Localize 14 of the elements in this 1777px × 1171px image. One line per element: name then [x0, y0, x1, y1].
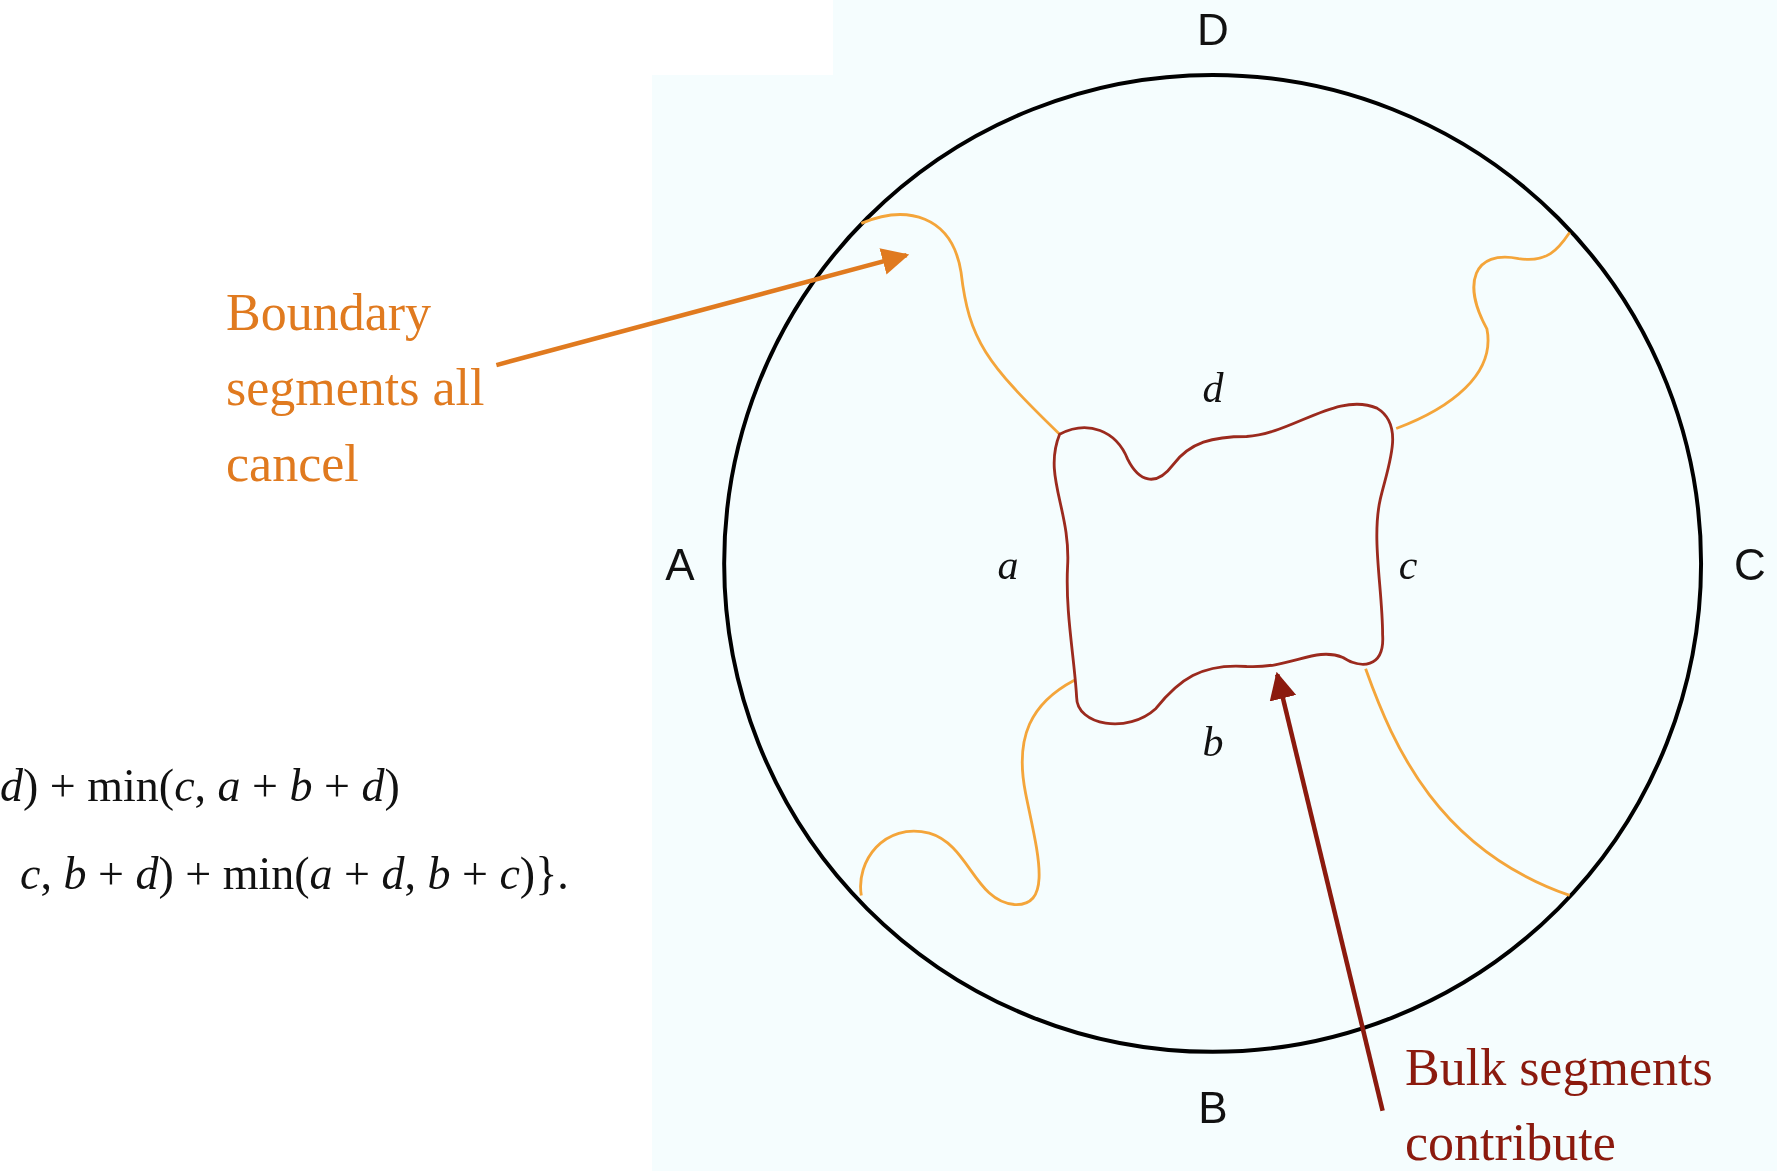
point-label: D: [1197, 5, 1229, 55]
point-label: A: [665, 540, 695, 590]
point-label: c: [1398, 541, 1418, 589]
point-label: a: [997, 541, 1019, 589]
annotation-text: Bulk segments contribute: [1405, 1030, 1777, 1171]
point-label: b: [1202, 718, 1224, 766]
formula-text: d) + min(c, a + b + d): [0, 758, 400, 812]
formula-text: c, b + d) + min(a + d, b + c)}.: [20, 846, 569, 900]
leader-arrow: [495, 248, 910, 368]
annotation-text: Boundary segments all cancel: [226, 275, 496, 502]
point-label: C: [1734, 540, 1766, 590]
leader-arrow: [1269, 671, 1385, 1112]
point-label: B: [1198, 1083, 1228, 1133]
point-label: d: [1202, 364, 1224, 412]
